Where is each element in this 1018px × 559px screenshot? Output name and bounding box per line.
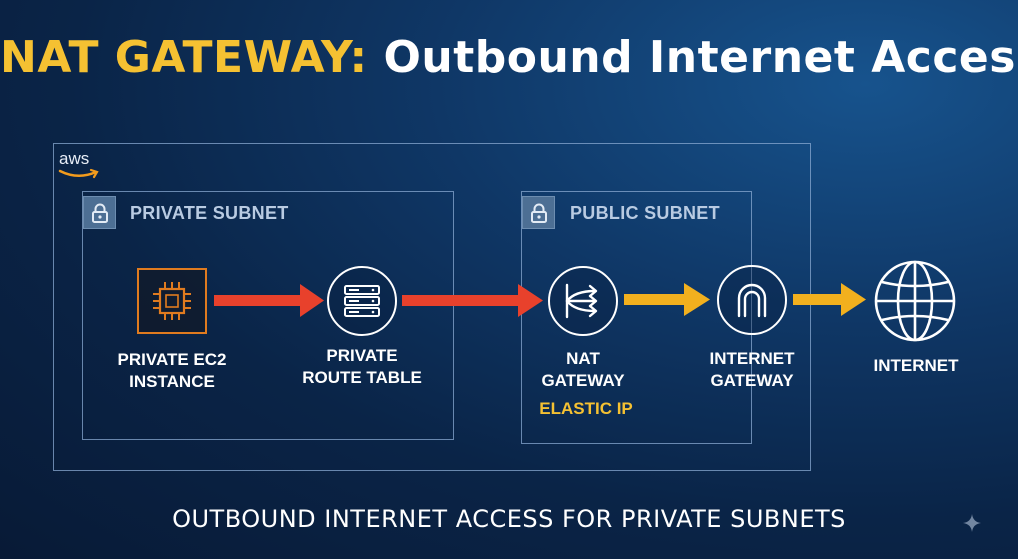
title-rest: Outbound Internet Access	[367, 32, 1018, 83]
internet-gateway-icon	[737, 283, 767, 318]
sparkle-icon	[963, 514, 981, 532]
globe-icon	[874, 260, 956, 342]
bottom-caption: OUTBOUND INTERNET ACCESS FOR PRIVATE SUB…	[172, 505, 846, 533]
ec2-label-line1: PRIVATE EC2	[117, 350, 227, 369]
private-subnet-label: PRIVATE SUBNET	[130, 203, 289, 223]
internet-node	[872, 258, 958, 344]
aws-logo: aws	[59, 149, 90, 168]
aws-cloud-boundary	[53, 143, 811, 471]
igw-label-line2: GATEWAY	[710, 371, 794, 390]
arrow-route-to-nat	[402, 284, 543, 317]
nat-gateway-icon	[565, 283, 598, 319]
ec2-instance-label: PRIVATE EC2 INSTANCE	[118, 349, 227, 393]
nat-label-line2: GATEWAY	[541, 371, 625, 390]
nat-label-line1: NAT	[566, 349, 600, 368]
route-table-icon	[344, 285, 380, 317]
aws-smile-icon	[58, 168, 99, 179]
private-subnet-box	[82, 191, 454, 440]
public-subnet-lock-icon	[522, 196, 555, 229]
cpu-chip-icon	[153, 282, 191, 320]
internet-label: INTERNET	[873, 356, 959, 375]
nat-gateway-label: NAT GATEWAY	[541, 348, 624, 392]
arrow-nat-to-igw	[624, 283, 710, 316]
route-table-label-line1: PRIVATE	[326, 346, 398, 365]
elastic-ip-label: ELASTIC IP	[539, 399, 633, 418]
title-highlight: NAT GATEWAY:	[0, 32, 368, 83]
ec2-label-line2: INSTANCE	[129, 372, 215, 391]
route-table-label-line2: ROUTE TABLE	[302, 368, 422, 387]
private-subnet-lock-icon	[83, 196, 116, 229]
route-table-node	[327, 266, 397, 336]
page-title: NAT GATEWAY: Outbound Internet Access	[0, 32, 1018, 83]
route-table-label: PRIVATE ROUTE TABLE	[302, 345, 422, 389]
arrow-igw-to-internet	[793, 283, 866, 316]
ec2-instance-node	[137, 268, 207, 334]
internet-gateway-label: INTERNET GATEWAY	[710, 348, 795, 392]
internet-gateway-node	[717, 265, 787, 335]
arrow-ec2-to-route	[214, 284, 324, 317]
nat-gateway-node	[548, 266, 618, 336]
igw-label-line1: INTERNET	[709, 349, 795, 368]
public-subnet-label: PUBLIC SUBNET	[570, 203, 720, 223]
